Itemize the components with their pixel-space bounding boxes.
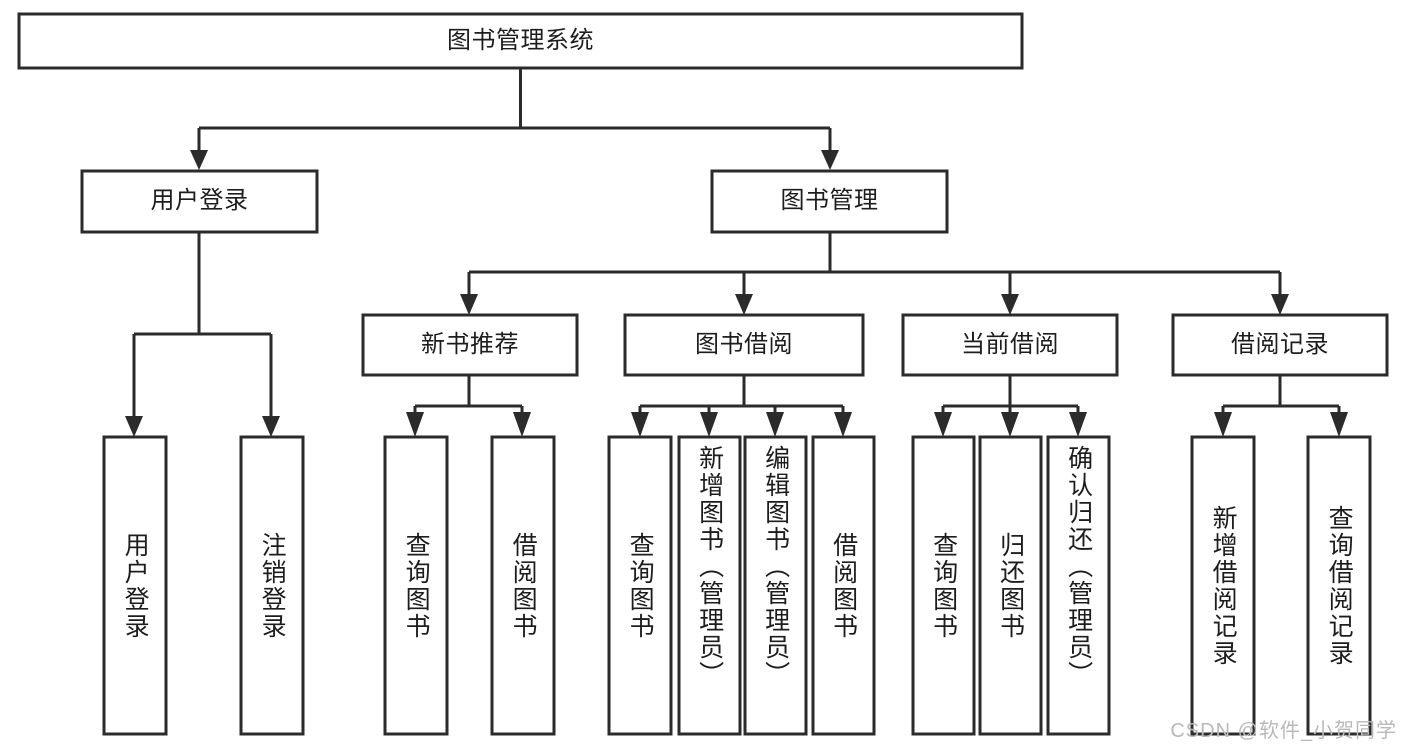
node-box-leaf-2 [383, 435, 449, 736]
node-box-leaf-10 [1046, 435, 1111, 736]
node-box-root [17, 12, 1024, 70]
node-box-leaf-6 [743, 435, 808, 736]
csdn-watermark: CSDN @软件_小贺同学 [1170, 720, 1397, 742]
node-box-leaf-9 [978, 435, 1043, 736]
node-box-leaf-8 [911, 435, 976, 736]
node-box-leaf-4 [607, 435, 673, 736]
node-box-level3-0 [361, 313, 579, 377]
connector-records-to-leaves [1214, 375, 1348, 437]
node-box-leaf-11 [1190, 435, 1256, 736]
node-box-leaf-3 [490, 435, 556, 736]
node-box-level2-1 [710, 169, 949, 234]
node-box-leaf-1 [239, 435, 305, 736]
connector-current-to-leaves [934, 375, 1087, 437]
node-box-level3-3 [1171, 313, 1389, 377]
connector-login-to-leaves [125, 232, 280, 437]
node-box-leaf-0 [102, 435, 168, 736]
connector-borrow-to-leaves [631, 375, 852, 437]
node-box-level3-1 [623, 313, 865, 377]
node-box-leaf-7 [811, 435, 876, 736]
connector-root-to-level2 [190, 68, 839, 170]
node-box-level3-2 [901, 313, 1119, 377]
node-box-leaf-5 [677, 435, 742, 736]
connector-newbooks-to-leaves [406, 375, 531, 437]
node-box-leaf-12 [1306, 435, 1372, 736]
node-box-level2-0 [80, 169, 319, 234]
connector-books-to-level3 [460, 232, 1289, 315]
